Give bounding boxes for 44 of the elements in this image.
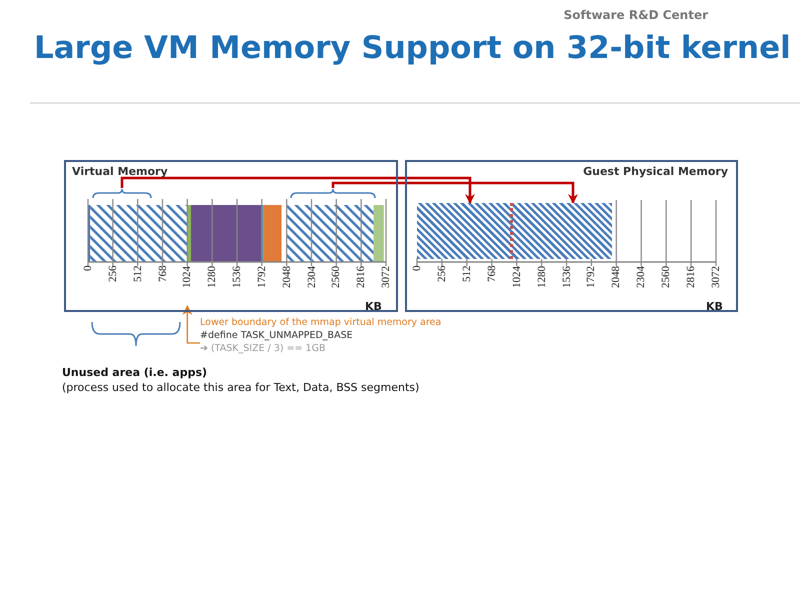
- memory-bar: [417, 203, 612, 259]
- tick-label: 2304: [634, 266, 648, 290]
- tick-label: 2816: [354, 266, 368, 290]
- tick-label: 1024: [510, 266, 524, 290]
- tick-label: 1024: [180, 266, 194, 290]
- tick-label: 1280: [205, 266, 220, 290]
- tick-label: 256: [434, 266, 449, 284]
- memory-panel: [64, 160, 398, 312]
- arrow: [332, 182, 578, 204]
- unit-label: KB: [706, 300, 723, 313]
- arrow: [120, 176, 475, 204]
- leader-arrow: [182, 305, 200, 344]
- tick-label: 2560: [329, 266, 344, 290]
- panel-title: Virtual Memory: [72, 165, 168, 178]
- code-text: #define TASK_UNMAPPED_BASE: [200, 329, 354, 342]
- tick-label: 768: [484, 266, 499, 284]
- tick-label: 2048: [609, 266, 624, 290]
- tick-label: 1536: [560, 266, 574, 290]
- slide-title: Large VM Memory Support on 32-bit kernel: [34, 30, 791, 66]
- unit-label: KB: [365, 300, 382, 313]
- tick-label: 256: [106, 266, 120, 284]
- tick-label: 1536: [230, 266, 244, 290]
- note-text: (process used to allocate this area for Text, Data, BSS segments): [62, 381, 420, 394]
- tick-label: 2560: [659, 266, 674, 290]
- tick-label: 1792: [254, 266, 269, 290]
- tick-label: 0: [81, 266, 95, 274]
- brace: [92, 188, 152, 199]
- memory-panel: [405, 160, 738, 312]
- tick-label: 3072: [379, 266, 393, 290]
- tick-label: 1280: [534, 266, 549, 290]
- tick-label: 2048: [280, 266, 294, 290]
- brace: [290, 188, 376, 199]
- tick-label: 2816: [684, 266, 698, 290]
- tick-label: 768: [156, 266, 170, 284]
- tick-label: 1792: [584, 266, 598, 290]
- header-text: Software R&D Center: [564, 8, 708, 22]
- panel-title: Guest Physical Memory: [583, 165, 728, 178]
- tick-label: 512: [130, 266, 145, 284]
- tick-label: 2304: [304, 266, 318, 290]
- tick-label: 0: [410, 266, 424, 274]
- code-text: ➔ (TASK_SIZE / 3) == 1GB: [200, 342, 326, 355]
- note-text: Unused area (i.e. apps): [62, 366, 208, 379]
- annotation-text: Lower boundary of the mmap virtual memory area: [200, 316, 442, 329]
- tick-label: 512: [460, 266, 474, 284]
